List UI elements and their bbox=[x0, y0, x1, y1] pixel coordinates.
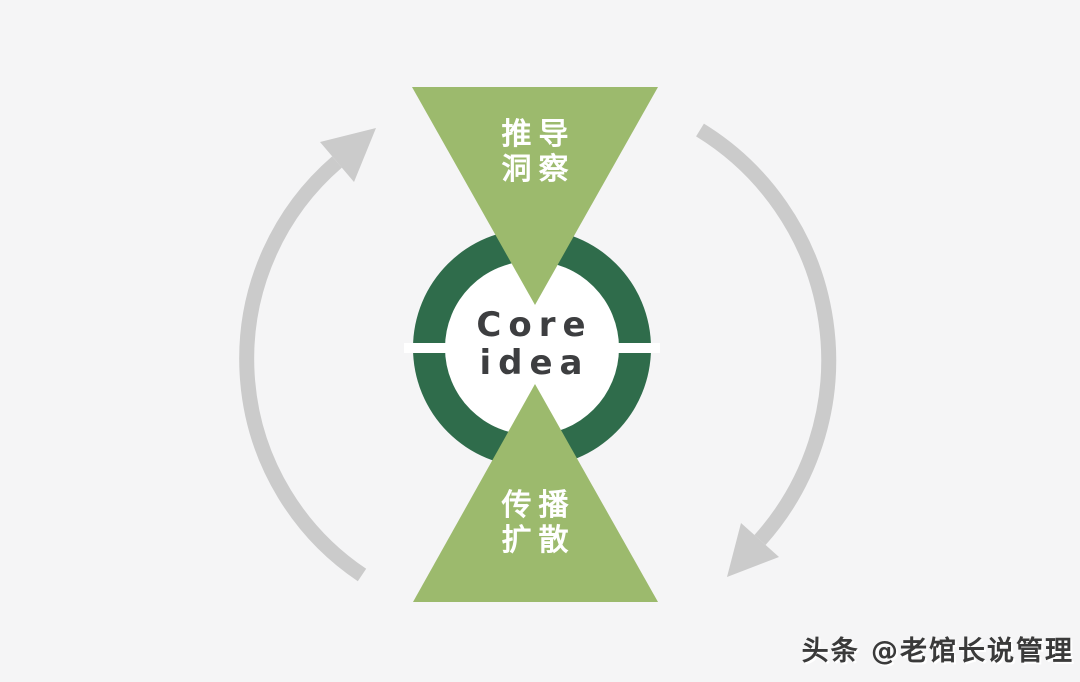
cycle-arrow-down-shaft bbox=[696, 123, 837, 545]
top-triangle-label-line1: 推导 bbox=[501, 117, 576, 152]
cycle-arrow-down-head-icon bbox=[727, 523, 779, 577]
watermark: 头条 @老馆长说管理 bbox=[801, 636, 1074, 667]
top-triangle-label-line2: 洞察 bbox=[501, 152, 576, 187]
bottom-triangle-label-line1: 传播 bbox=[501, 488, 576, 523]
bottom-triangle-label-line2: 扩散 bbox=[501, 523, 576, 558]
cycle-arrow-up bbox=[239, 128, 376, 582]
bottom-triangle-label: 传播 扩散 bbox=[495, 488, 576, 558]
core-ring-notch-right bbox=[610, 343, 660, 353]
top-triangle-label: 推导 洞察 bbox=[495, 117, 576, 187]
core-ring bbox=[404, 229, 660, 467]
bottom-triangle bbox=[413, 384, 658, 602]
core-ring-notch-left bbox=[404, 343, 454, 353]
cycle-arrow-up-shaft bbox=[239, 156, 367, 582]
core-ring-inner bbox=[445, 261, 619, 435]
core-idea-label-line2: idea bbox=[479, 343, 590, 383]
top-triangle bbox=[412, 87, 658, 305]
cycle-arrow-down bbox=[696, 123, 837, 577]
core-idea-label-line1: Core bbox=[476, 305, 593, 345]
cycle-arrow-up-head-icon bbox=[320, 128, 376, 182]
core-idea-label: Core idea bbox=[469, 306, 592, 382]
